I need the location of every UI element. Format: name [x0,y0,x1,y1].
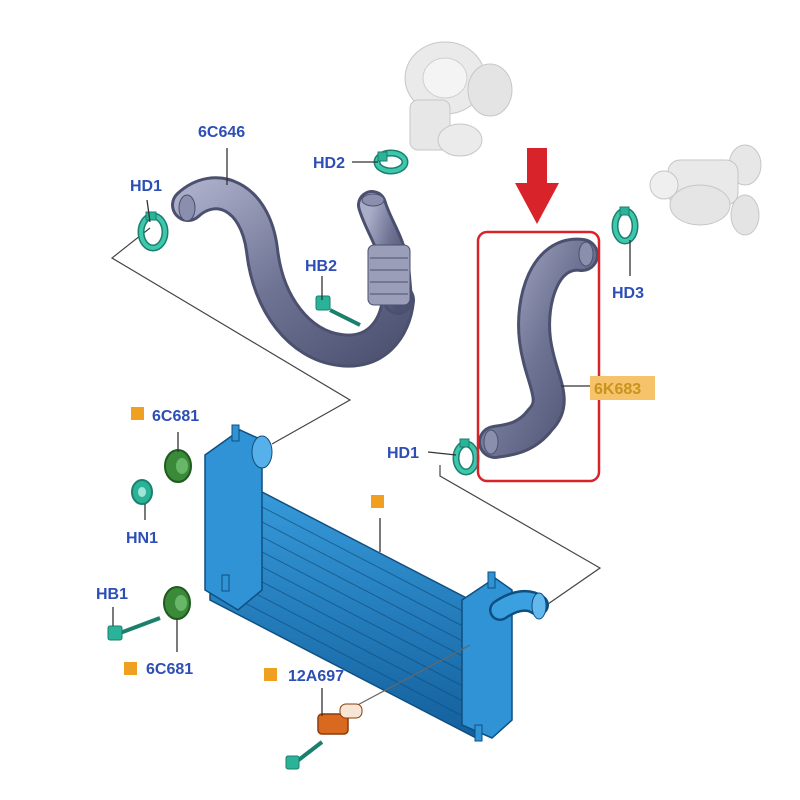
bolt-sensor[interactable] [285,740,324,770]
label-hn1: HN1 [126,530,158,547]
note-square-icon [124,662,137,675]
leader-lines [112,148,631,716]
down-arrow-icon [515,148,559,224]
clamp-hd1-top[interactable] [137,211,169,252]
label-hd3: HD3 [612,285,644,302]
route-line-left [110,227,352,445]
note-square-icon [264,668,277,681]
hose-6k683[interactable] [478,237,599,459]
note-square-icon [131,407,144,420]
clamp-hd2[interactable] [373,149,409,175]
label-hd1-right: HD1 [387,445,419,462]
nut-hn1[interactable] [131,479,153,505]
label-6c646: 6C646 [198,124,245,141]
label-hd1-top: HD1 [130,178,162,195]
intake-throttle-ghost [649,144,762,236]
bolt-hb1[interactable] [107,616,161,641]
label-6c681-top: 6C681 [152,408,199,425]
label-6k683: 6K683 [594,381,641,398]
mount-6c681-top[interactable] [164,449,192,483]
label-hd2: HD2 [313,155,345,172]
highlight-label-bg [590,376,655,400]
highlight-frame [476,230,601,483]
turbocharger-ghost [404,41,513,157]
label-6c681-bottom: 6C681 [146,661,193,678]
mount-6c681-bottom[interactable] [163,586,191,620]
intercooler[interactable] [204,424,549,742]
label-hb2: HB2 [305,258,337,275]
hose-6c646[interactable] [171,176,415,368]
clamp-hd3[interactable] [611,206,639,245]
clamp-hd1-right[interactable] [452,438,480,476]
sensor-12a697[interactable] [317,644,471,735]
route-line-right [439,465,602,605]
label-hb1: HB1 [96,586,128,603]
label-12a697: 12A697 [288,668,344,685]
bolt-hb2[interactable] [315,295,361,327]
note-square-icon [371,495,384,508]
